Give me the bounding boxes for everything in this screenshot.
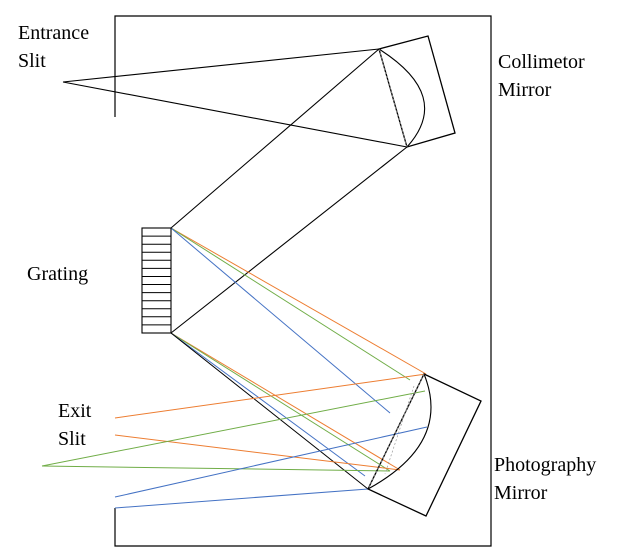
collimated-ray-bottom [170, 146, 408, 334]
collimator-mirror-label-line1: Collimetor [498, 51, 585, 73]
exit-slit-label: Exit Slit [58, 397, 91, 453]
entrance-ray-bottom [62, 81, 408, 148]
exit-slit-label-line1: Exit [58, 400, 92, 422]
collimator-mirror-label: Collimetor Mirror [498, 48, 585, 104]
photography-mirror-label: Photography Mirror [494, 451, 596, 507]
entrance-ray-top [62, 48, 380, 83]
entrance-slit-label: Entrance Slit [18, 19, 89, 75]
focused-rays [41, 373, 428, 509]
grating-label-line1: Grating [27, 263, 89, 285]
photography-mirror-label-line2: Mirror [494, 482, 548, 504]
photography-mirror [367, 373, 482, 517]
photography-mirror-label-line1: Photography [494, 454, 597, 476]
collimator-mirror-label-line2: Mirror [498, 79, 552, 101]
entrance-slit-label-line1: Entrance [18, 22, 90, 44]
diffracted-rays [170, 227, 427, 490]
diffraction-grating [141, 227, 172, 334]
housing-outline [114, 15, 492, 547]
entrance-slit-label-line2: Slit [18, 50, 46, 72]
collimator-mirror [378, 35, 456, 148]
grating-label: Grating [27, 260, 88, 288]
collimated-ray-top [170, 48, 380, 229]
exit-slit-label-line2: Slit [58, 428, 86, 450]
